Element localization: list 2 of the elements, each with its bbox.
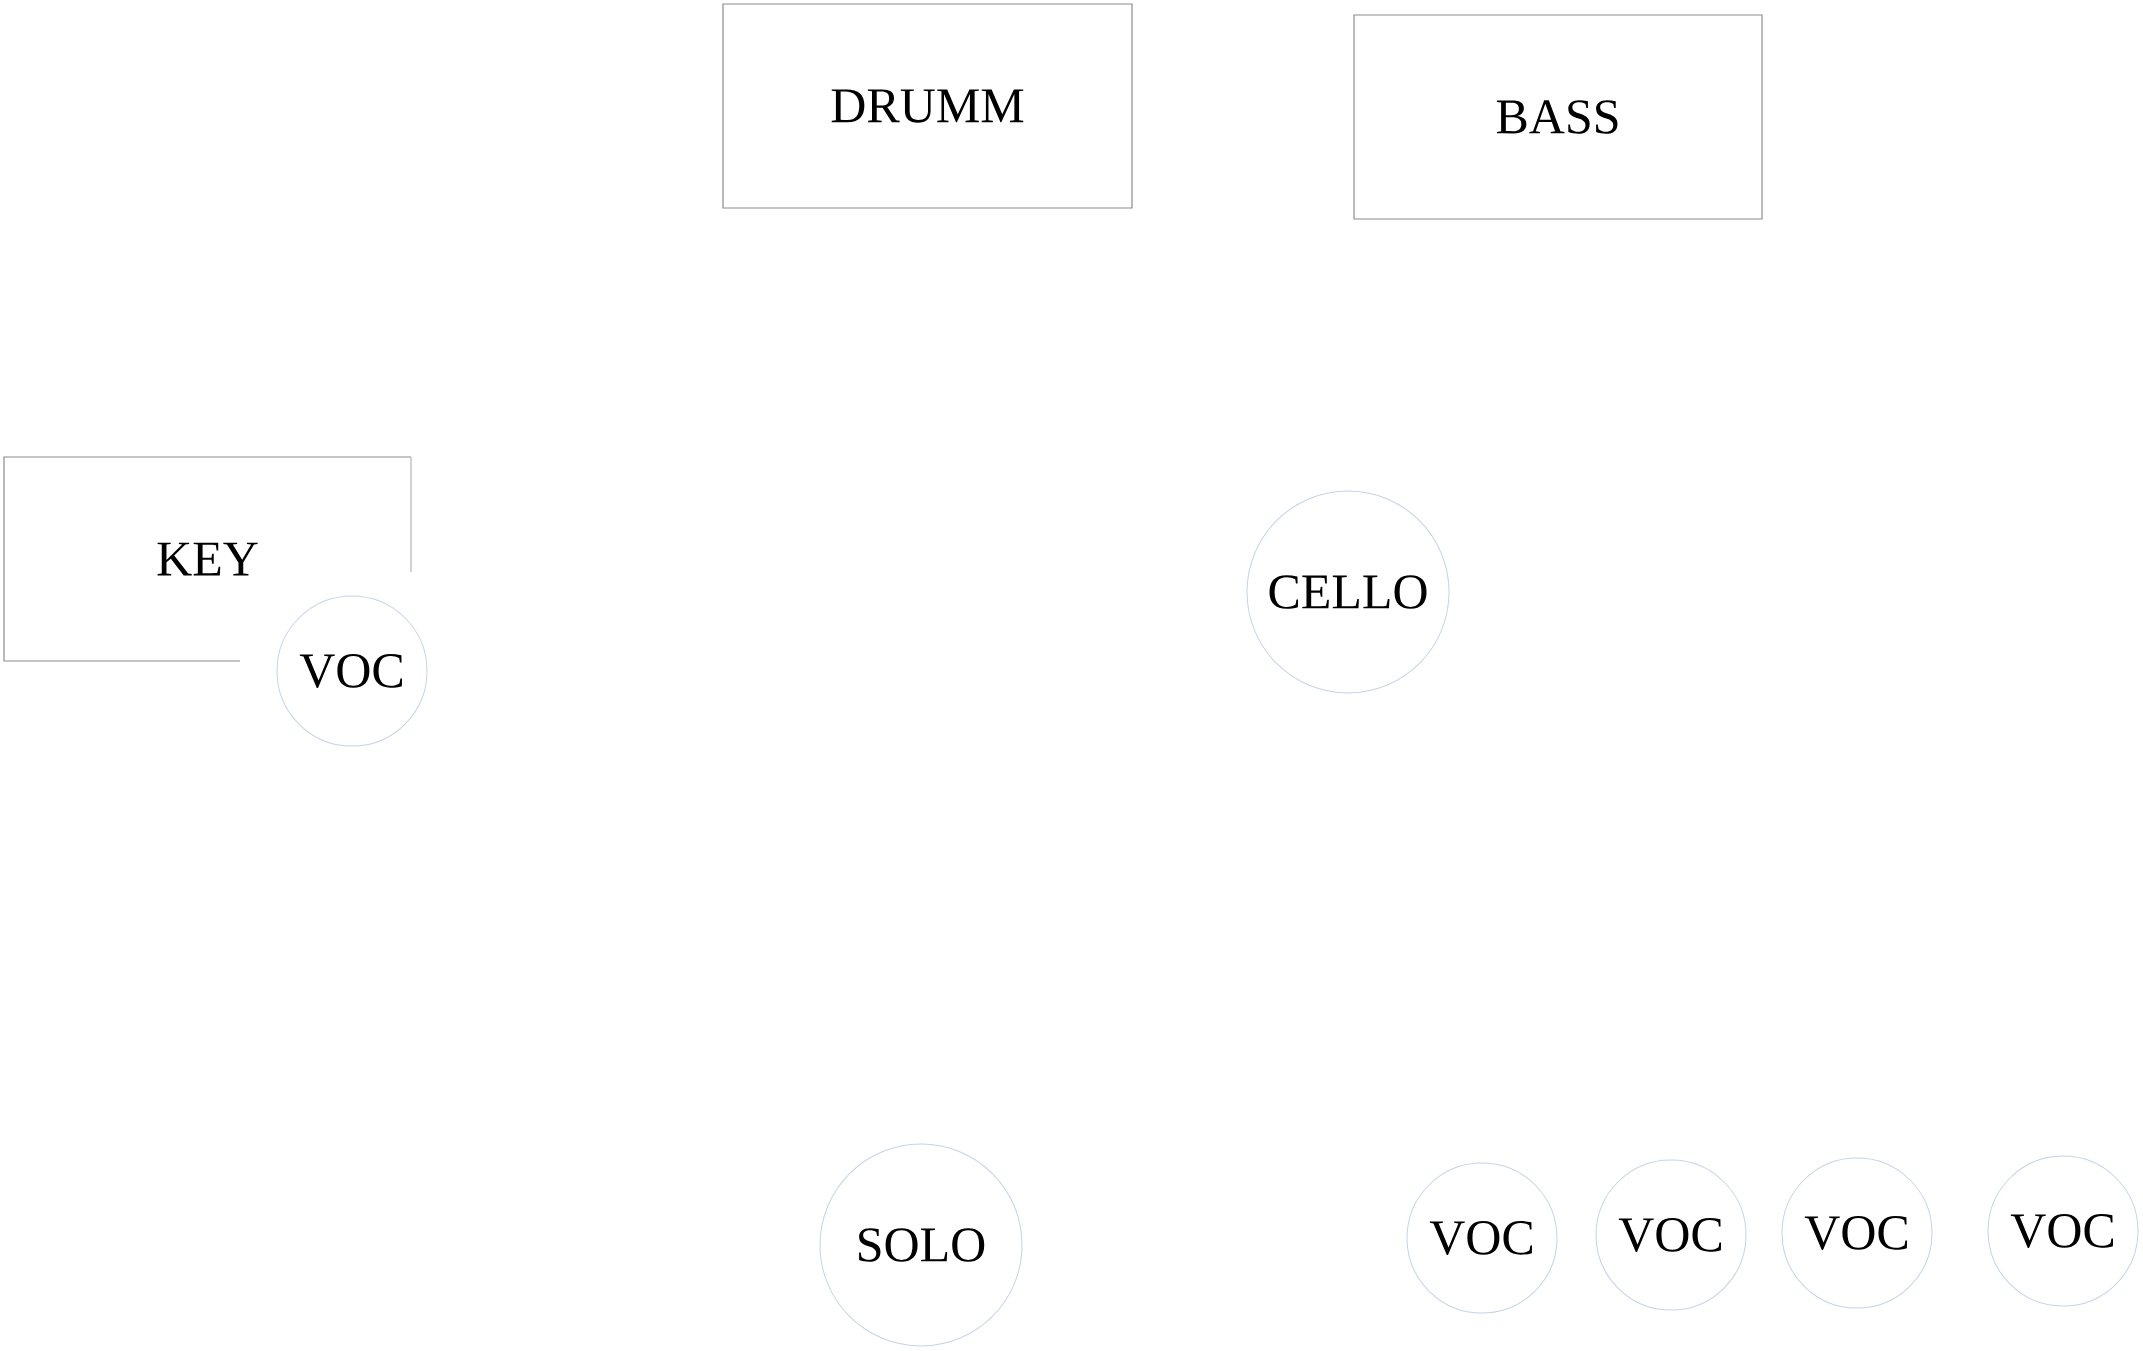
label-box: DRUMM	[722, 3, 1133, 209]
label-box: BASS	[1353, 14, 1763, 220]
